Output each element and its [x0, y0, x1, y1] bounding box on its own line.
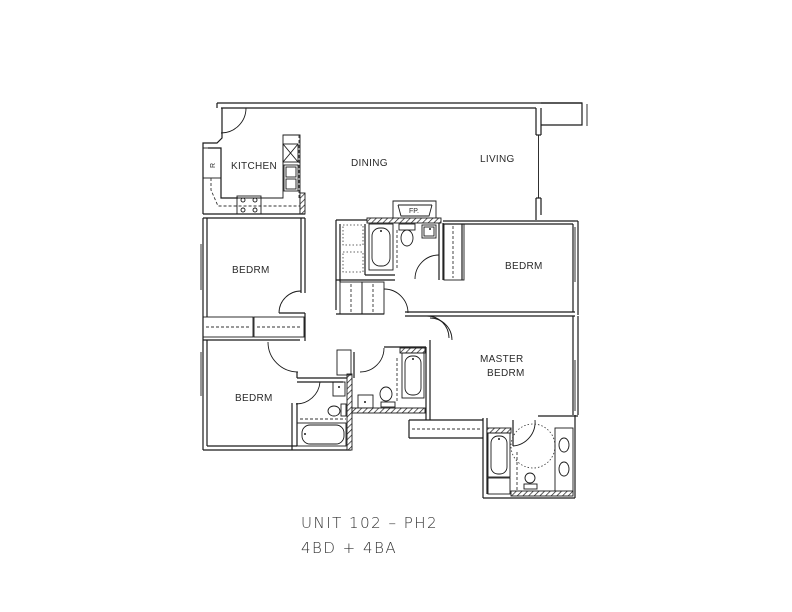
- hall-door-left: [267, 341, 299, 373]
- master-door: [429, 317, 453, 341]
- living-label: LIVING: [480, 154, 515, 165]
- master-bedroom: [408, 316, 579, 499]
- kitchen-label: KITCHEN: [231, 161, 277, 172]
- bedroom-left-top-label: BEDRM: [232, 265, 270, 276]
- bedroom-left-top: [200, 218, 306, 450]
- bath-center-bottom: [351, 340, 431, 420]
- dining-label: DINING: [351, 158, 388, 169]
- bedroom-right-label: BEDRM: [505, 261, 543, 272]
- fireplace: FP.: [392, 200, 437, 218]
- unit-title: UNIT 102 – PH2: [301, 514, 439, 532]
- master-bedroom-label-2: BEDRM: [487, 368, 525, 379]
- bath-center-top: [335, 217, 444, 315]
- bedroom-left-bottom: [200, 340, 355, 451]
- unit-summary: 4BD + 4BA: [301, 539, 398, 557]
- kitchen: R: [202, 134, 306, 219]
- fireplace-label: FP.: [409, 208, 419, 215]
- kitchen-door: [220, 107, 247, 134]
- bedroom-right: [383, 220, 579, 317]
- master-bedroom-label-1: MASTER: [480, 354, 523, 365]
- refrigerator-label: R: [210, 163, 217, 168]
- bedroom-left-bottom-label: BEDRM: [235, 393, 273, 404]
- hall-door-mid: [426, 315, 450, 339]
